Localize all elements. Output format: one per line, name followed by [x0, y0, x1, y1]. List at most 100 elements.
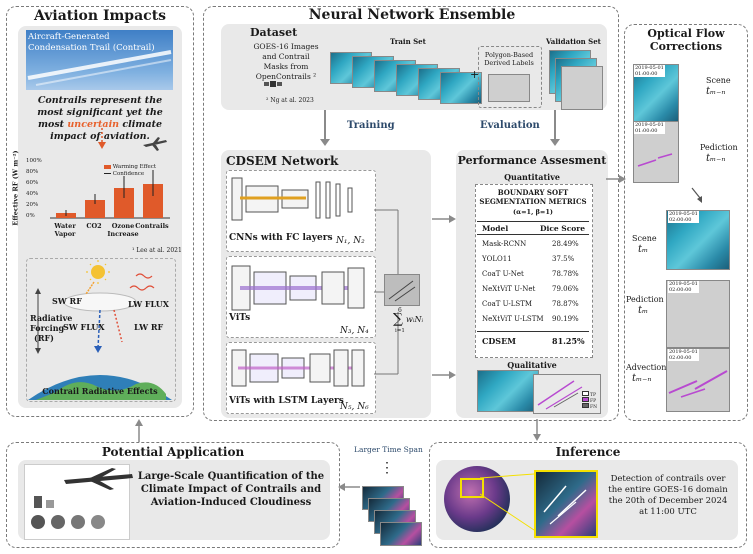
validation-set-label: Validation Set	[546, 37, 601, 46]
statement-part-1: Contrails represent the most significant…	[37, 95, 163, 130]
sum-bottom: i=1	[395, 328, 405, 334]
polygon-labels-text: Polygon-Based Derived Labels	[484, 51, 534, 67]
ensemble-title: Neural Network Ensemble	[308, 7, 516, 23]
dataset-citation: ² Ng at al. 2023	[266, 97, 314, 104]
optical-flow-title: Optical Flow Corrections	[647, 27, 725, 53]
qual-legend-label: FP	[590, 399, 597, 404]
bar-chart-ytick: 60%	[26, 180, 39, 186]
larger-time-span-arrow	[346, 448, 426, 458]
metrics-params: (α=1, β=1)	[513, 208, 553, 216]
bar	[143, 184, 163, 218]
metrics-row-dice: 79.06%	[552, 285, 579, 293]
pred-prev-contrails	[637, 153, 673, 167]
final-model-name: CDSEM	[482, 336, 517, 346]
bar-chart	[50, 170, 170, 219]
col-dice-header: Dice Score	[540, 224, 586, 233]
sun-icon	[91, 265, 105, 279]
airplane-icon	[143, 137, 167, 151]
bar-chart-ytick: 40%	[26, 191, 39, 197]
advection-contrails	[668, 370, 728, 398]
legend-confidence-label: Confidence	[112, 171, 145, 177]
optical-down-arrow	[691, 187, 702, 203]
optical-timestamp: 2019-05-01 01:00:00	[634, 65, 665, 77]
rf-lw-flux: LW FLUX	[128, 299, 169, 309]
evaluation-arrow	[550, 110, 560, 146]
rf-caption: Contrail Radiative Effects	[42, 386, 158, 396]
validation-image	[561, 66, 603, 110]
airplane-large-icon	[64, 468, 133, 490]
metrics-table-box	[475, 184, 593, 358]
bar-chart-category: Ozone Increase	[107, 222, 139, 238]
rf-sw-flux: SW FLUX	[63, 322, 105, 332]
inference-panel	[429, 442, 747, 548]
optical-timestamp: 2019-05-01 02:00:00	[668, 211, 699, 223]
bar-chart-ytick: 80%	[26, 169, 39, 175]
legend-confidence-swatch	[104, 173, 111, 174]
metrics-row-dice: 78.87%	[552, 300, 579, 308]
application-mini-charts	[31, 496, 105, 529]
contrail-streak-icon	[27, 50, 172, 86]
inference-title: Inference	[555, 445, 621, 459]
pred-prev-time: tₘ₋ₙ	[706, 153, 726, 164]
cnn-diagram	[231, 177, 353, 221]
dataset-title: Dataset	[250, 26, 298, 39]
optical-flow-panel	[624, 24, 748, 421]
inference-dots: ⋮	[380, 460, 394, 476]
larger-time-span-label: Larger Time Span	[354, 445, 423, 454]
metrics-final-rule	[477, 331, 589, 332]
dataset-plus: +	[470, 68, 480, 81]
rf-sw-rf: SW RF	[52, 296, 82, 306]
polygon-label-image	[488, 74, 530, 102]
bar	[114, 188, 134, 218]
to-performance-arrow-2	[432, 371, 456, 379]
metrics-row-model: NeXtViT U-Net	[482, 285, 536, 293]
qual-legend-swatch	[582, 403, 589, 408]
polygon-labels-box	[478, 46, 542, 108]
rf-diagram	[28, 260, 172, 400]
vitlstm-n: N₅, N₆	[340, 402, 369, 412]
metrics-header-rule	[477, 221, 589, 222]
statement-uncertain-word: uncertain	[67, 119, 120, 130]
metrics-header-bottom-rule	[477, 234, 589, 235]
bar-chart-ytick: 20%	[26, 202, 39, 208]
inference-zoom-image	[534, 470, 598, 538]
qualitative-label: Qualitative	[507, 360, 557, 370]
metrics-row-dice: 78.78%	[552, 270, 579, 278]
contrail-photo	[26, 30, 173, 90]
qual-legend-item: FN	[582, 403, 597, 410]
qual-legend-swatch	[582, 391, 589, 396]
optical-timestamp: 2019-05-01 02:00:00	[668, 281, 699, 293]
qualitative-mask-lines	[537, 380, 583, 410]
ensemble-output-image	[384, 274, 420, 306]
bar-chart-ytick: 0%	[26, 213, 35, 219]
scene-cur-time: tₘ	[638, 244, 649, 255]
pred-cur-time: tₘ	[638, 305, 649, 316]
ensemble-to-inference-arrow	[533, 419, 541, 441]
cdsem-title: CDSEM Network	[226, 154, 339, 168]
optical-timestamp: 2019-05-01 01:00:00	[634, 122, 665, 134]
detection-text: Detection of contrails over the entire G…	[608, 474, 728, 517]
optical-timestamp: 2019-05-01 02:00:00	[668, 349, 699, 361]
aviation-impacts-panel	[6, 6, 194, 417]
bar-legend-confidence: Confidence	[104, 171, 144, 177]
qual-legend-item: FP	[582, 397, 596, 404]
ensemble-panel	[203, 6, 619, 421]
rf-radiative-forcing: Radiative Forcing (RF)	[30, 313, 73, 343]
application-text: Large-Scale Quantification of the Climat…	[137, 471, 325, 508]
scene-prev-time: tₘ₋ₙ	[706, 86, 726, 97]
metrics-title: BOUNDARY SOFT SEGMENTATION METRICS	[479, 188, 587, 206]
vitlstm-diagram	[231, 349, 365, 387]
metrics-row-model: CoaT U-LSTM	[482, 300, 533, 308]
vit-n: N₃, N₄	[340, 326, 369, 336]
sum-symbol: ∑	[393, 311, 403, 327]
dotted-arrow-icon	[98, 128, 106, 149]
vitlstm-label: ViTs with LSTM Layers	[229, 396, 344, 406]
advection-time: tₘ₋ₙ	[632, 373, 652, 384]
application-title: Potential Application	[101, 445, 245, 459]
sum-top: 6	[398, 307, 402, 314]
evaluation-label: Evaluation	[480, 120, 540, 131]
bar-chart-category: Water Vapor	[54, 222, 76, 238]
satellite-icon	[264, 81, 282, 87]
cnn-label: CNNs with FC layers	[229, 233, 333, 243]
qualitative-mask-image	[533, 374, 601, 414]
